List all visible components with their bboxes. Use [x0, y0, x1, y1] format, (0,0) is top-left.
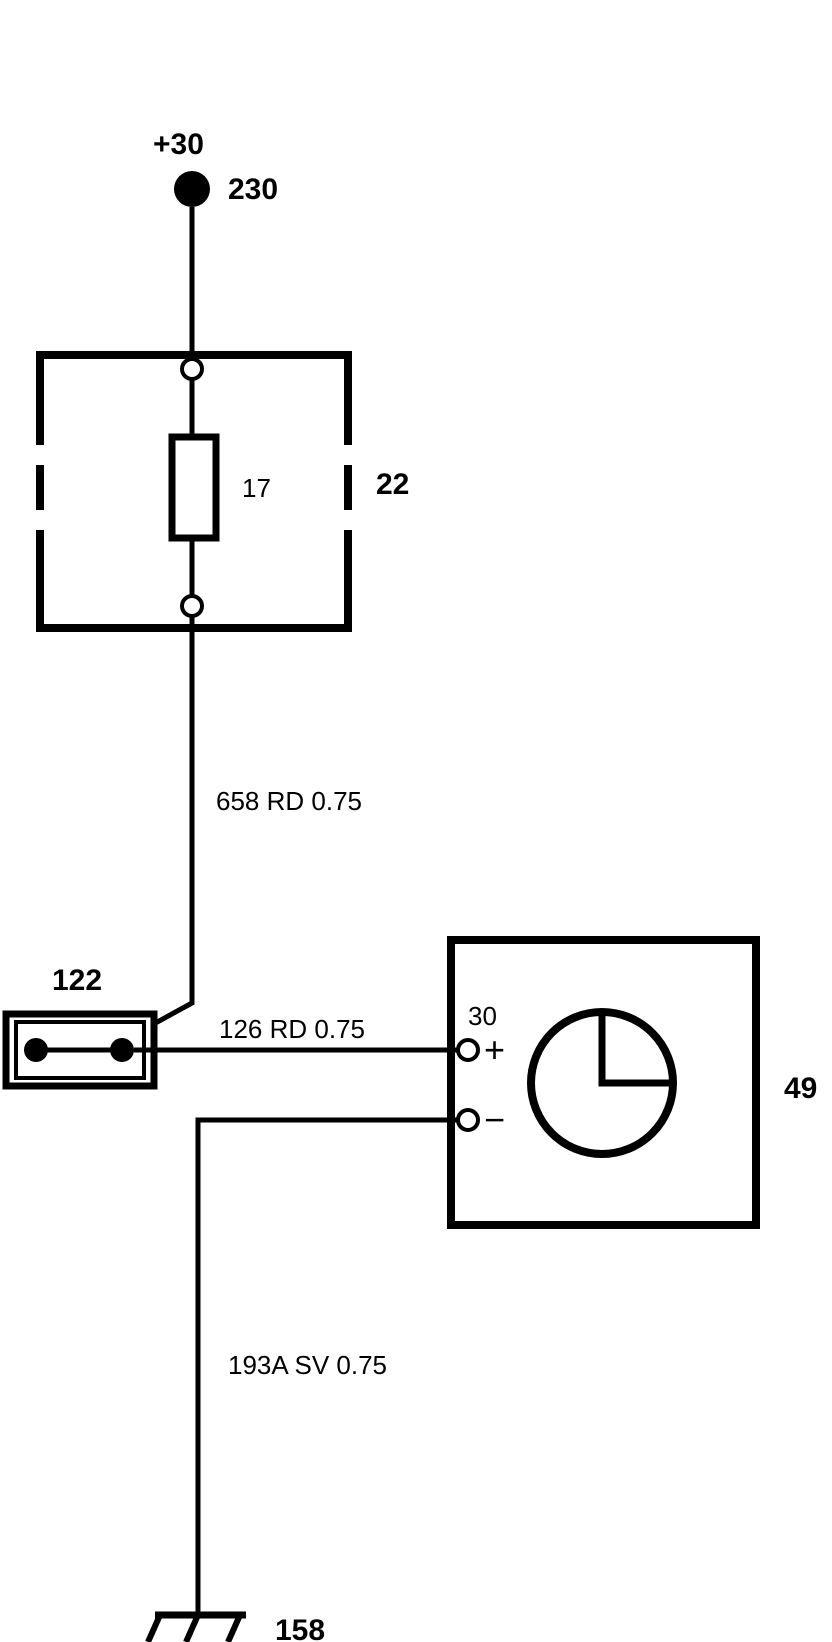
ground-hatch-1	[145, 1613, 163, 1642]
fuse-box: 17 22	[36, 351, 409, 632]
wire-126-label: 126 RD 0.75	[219, 1014, 365, 1044]
fuse-id: 17	[242, 473, 271, 503]
wire-193a-label: 193A SV 0.75	[228, 1350, 387, 1380]
clock-minus-sign: −	[484, 1099, 505, 1140]
fuse-bottom-terminal	[180, 594, 204, 618]
wire-658-label: 658 RD 0.75	[216, 786, 362, 816]
ground-hatch-2	[183, 1613, 201, 1642]
connector-id: 122	[52, 964, 102, 997]
clock-terminal-30: 30	[468, 1001, 497, 1031]
supply-point: +30 230	[153, 128, 278, 207]
ground-hatch-3	[225, 1613, 243, 1642]
clock: 30 + − 49	[447, 936, 817, 1229]
fuse-element	[168, 433, 220, 542]
clock-plus-sign: +	[484, 1029, 505, 1070]
ground-id: 158	[275, 1614, 325, 1642]
supply-dot	[174, 171, 210, 207]
wire-658	[148, 616, 195, 1029]
fuse-box-id: 22	[376, 468, 409, 501]
supply-label: +30	[153, 128, 204, 161]
fuse-top-terminal	[180, 357, 204, 381]
wire-193a	[195, 1117, 458, 1615]
clock-hands	[598, 1012, 673, 1087]
supply-id: 230	[228, 173, 278, 206]
connector: 122	[2, 964, 158, 1090]
fuse-box-outline	[36, 351, 352, 445]
clock-minus-terminal	[456, 1108, 480, 1132]
clock-box	[447, 936, 760, 1229]
clock-id: 49	[784, 1072, 817, 1105]
clock-plus-terminal	[456, 1038, 480, 1062]
ground-symbol: 158	[145, 1611, 325, 1642]
